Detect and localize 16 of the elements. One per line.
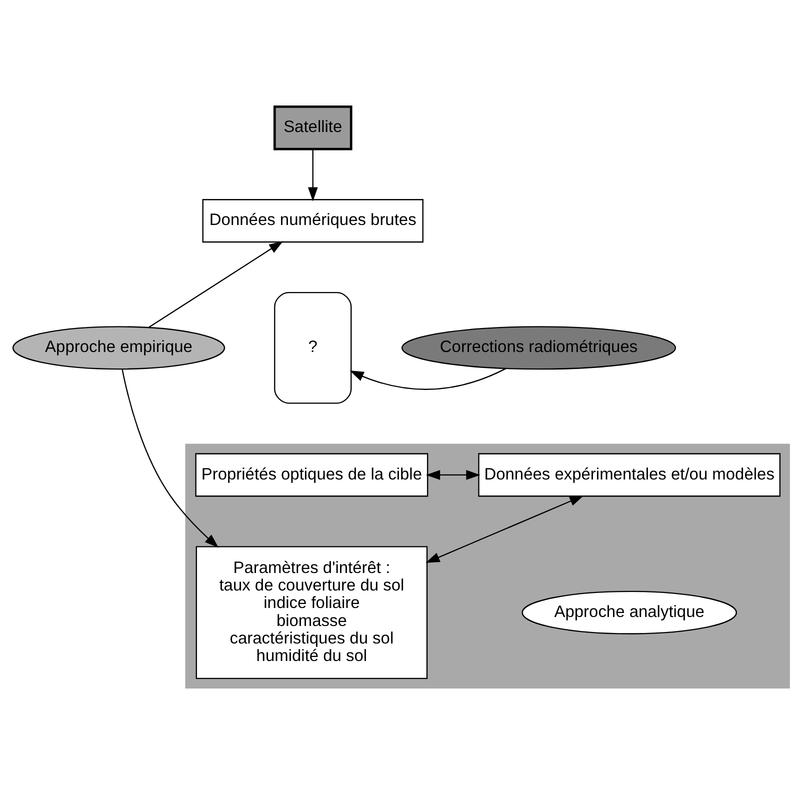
arrow <box>148 240 284 328</box>
cluster <box>185 443 790 688</box>
node-box: Propriétés optiques de la cible <box>195 452 428 496</box>
node-box: Satellite <box>273 105 352 150</box>
node-ellipse: Approche empirique <box>12 326 226 370</box>
arrow <box>122 368 219 548</box>
arrow <box>426 470 480 480</box>
node-ellipse: Corrections radiométriques <box>401 326 676 370</box>
node-box: ? <box>274 292 352 404</box>
arrow <box>350 368 506 390</box>
node-box: Données numériques brutes <box>202 198 424 242</box>
arrow <box>308 148 318 201</box>
node-box: Paramètres d'intérêt : taux de couverture du sol indice foliaire biomasse caractéristiques du sol humidité du sol <box>196 546 428 679</box>
arrow <box>426 495 584 562</box>
node-box: Données expérimentales et/ou modèles <box>478 452 781 496</box>
node-ellipse: Approche analytique <box>522 590 737 634</box>
